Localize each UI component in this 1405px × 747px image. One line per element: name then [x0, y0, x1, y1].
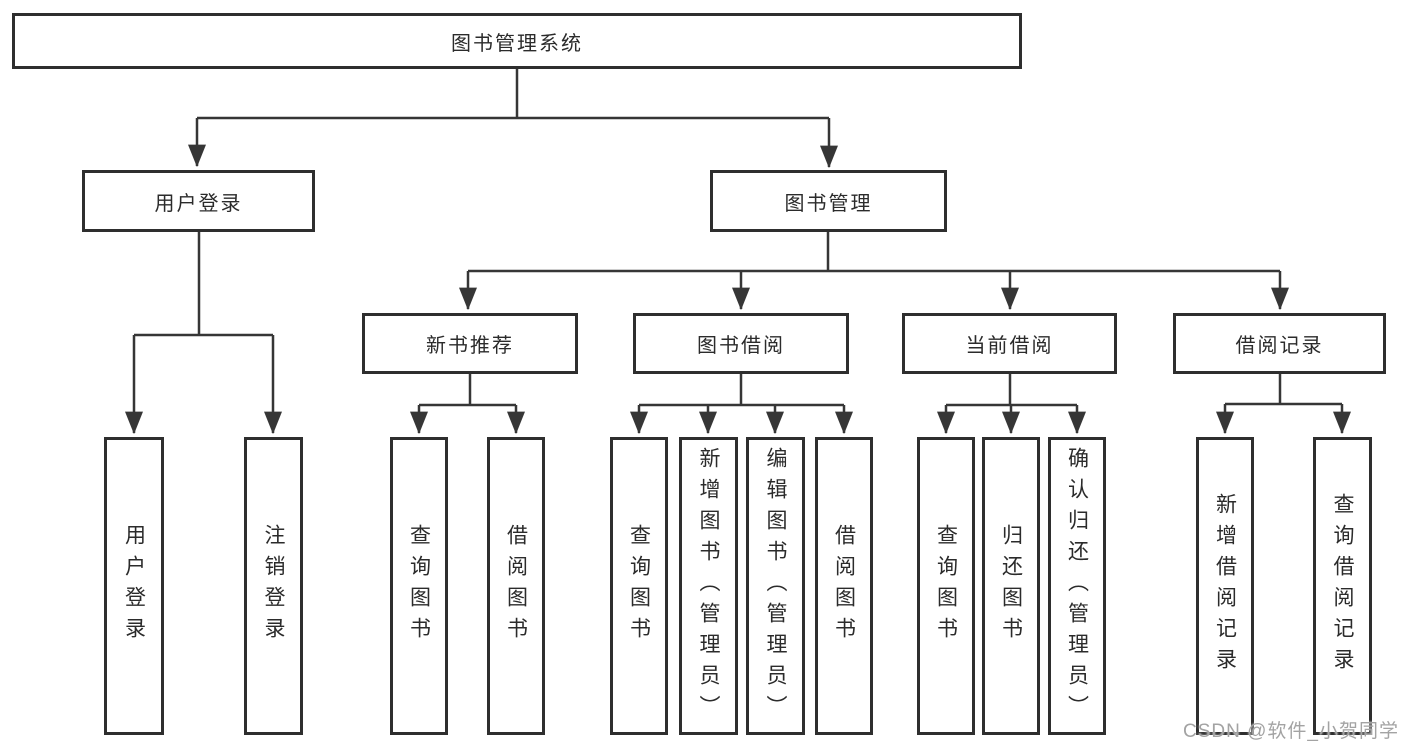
- leaf-records-query-borrow-record: 查询借阅记录: [1313, 437, 1372, 735]
- edges-book-management: [459, 232, 1289, 311]
- node-label: 新书推荐: [426, 335, 514, 357]
- leaf-recommend-borrow-books: 借阅图书: [487, 437, 545, 735]
- leaf-borrowing-add-books-admin: 新增图书（管理员）: [679, 437, 738, 735]
- node-label: 新增图书（管理员）: [697, 446, 720, 726]
- leaf-borrowing-query-books: 查询图书: [610, 437, 668, 735]
- edges-current-borrowing: [937, 374, 1086, 435]
- node-label: 查询图书: [934, 524, 958, 648]
- node-label: 图书借阅: [697, 335, 785, 357]
- node-label: 图书管理系统: [451, 32, 583, 55]
- leaf-current-confirm-return-admin: 确认归还（管理员）: [1048, 437, 1106, 735]
- node-label: 当前借阅: [965, 335, 1054, 357]
- node-new-book-recommendation: 新书推荐: [362, 313, 578, 374]
- leaf-borrowing-borrow-books: 借阅图书: [815, 437, 873, 735]
- leaf-borrowing-edit-books-admin: 编辑图书（管理员）: [746, 437, 805, 735]
- leaf-recommend-query-books: 查询图书: [390, 437, 448, 735]
- edges-borrowing-records: [1216, 374, 1351, 435]
- node-borrowing-records: 借阅记录: [1173, 313, 1386, 374]
- node-label: 查询图书: [627, 524, 651, 648]
- leaf-user-login: 用户登录: [104, 437, 164, 735]
- node-book-management: 图书管理: [710, 170, 947, 232]
- leaf-current-return-books: 归还图书: [982, 437, 1040, 735]
- node-book-borrowing: 图书借阅: [633, 313, 849, 374]
- node-label: 借阅记录: [1235, 335, 1324, 357]
- node-root-library-management-system: 图书管理系统: [12, 13, 1022, 69]
- node-label: 图书管理: [784, 192, 873, 215]
- edges-book-borrowing: [630, 374, 853, 435]
- leaf-records-add-borrow-record: 新增借阅记录: [1196, 437, 1254, 735]
- edges-root: [188, 69, 838, 169]
- edges-user-login: [125, 232, 282, 435]
- edges-new-book-recommendation: [410, 374, 525, 435]
- leaf-current-query-books: 查询图书: [917, 437, 975, 735]
- node-label: 编辑图书（管理员）: [764, 446, 787, 726]
- node-label: 借阅图书: [832, 524, 856, 648]
- node-user-login: 用户登录: [82, 170, 315, 232]
- node-label: 归还图书: [999, 524, 1023, 648]
- node-label: 查询借阅记录: [1331, 493, 1354, 679]
- node-label: 确认归还（管理员）: [1065, 446, 1089, 726]
- leaf-logout: 注销登录: [244, 437, 303, 735]
- node-label: 新增借阅记录: [1213, 493, 1237, 679]
- node-label: 查询图书: [407, 524, 431, 648]
- node-label: 用户登录: [122, 524, 146, 648]
- node-label: 用户登录: [154, 192, 243, 215]
- node-label: 注销登录: [262, 524, 285, 648]
- csdn-watermark: CSDN @软件_小贺同学: [1183, 721, 1399, 742]
- node-label: 借阅图书: [504, 524, 528, 648]
- node-current-borrowing: 当前借阅: [902, 313, 1117, 374]
